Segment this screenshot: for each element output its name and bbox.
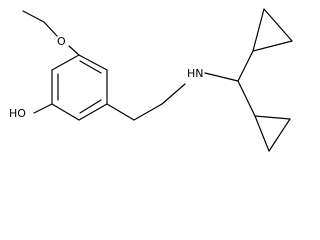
bond-ch2-n-ext	[161, 83, 186, 105]
molecule-diagram: O HO HN	[9, 8, 293, 152]
bond-o-ring	[68, 45, 80, 56]
bond-n-ch	[204, 72, 239, 82]
bond-cp2-a	[254, 115, 291, 120]
bond-ring-a	[78, 54, 108, 71]
bond-ethyl-ch2-o	[43, 21, 58, 37]
bond-ring-double-1	[79, 60, 102, 74]
bond-cp1-c	[252, 8, 265, 52]
bond-ch-cyclopropyl-bottom	[237, 80, 256, 117]
hydroxyl-label: HO	[9, 107, 26, 120]
bond-ring-double-2	[79, 99, 102, 114]
bond-cp2-c	[254, 115, 270, 152]
structure-svg: O HO HN	[9, 8, 293, 152]
bond-ch-cyclopropyl-top	[237, 50, 254, 82]
bond-ring-d	[51, 103, 80, 121]
bond-ring-oh	[33, 103, 53, 114]
bond-ch2-n	[133, 103, 163, 121]
bond-ring-f	[51, 54, 80, 71]
bond-cp1-a	[252, 40, 293, 52]
bond-cp2-b	[268, 118, 291, 152]
bond-ethyl-ch3	[22, 10, 45, 23]
ethoxy-oxygen-label: O	[57, 35, 66, 48]
bond-cp1-b	[263, 8, 293, 42]
bond-ring-ch2	[106, 103, 135, 121]
bond-ring-c	[78, 103, 108, 121]
amine-label: HN	[187, 67, 204, 80]
